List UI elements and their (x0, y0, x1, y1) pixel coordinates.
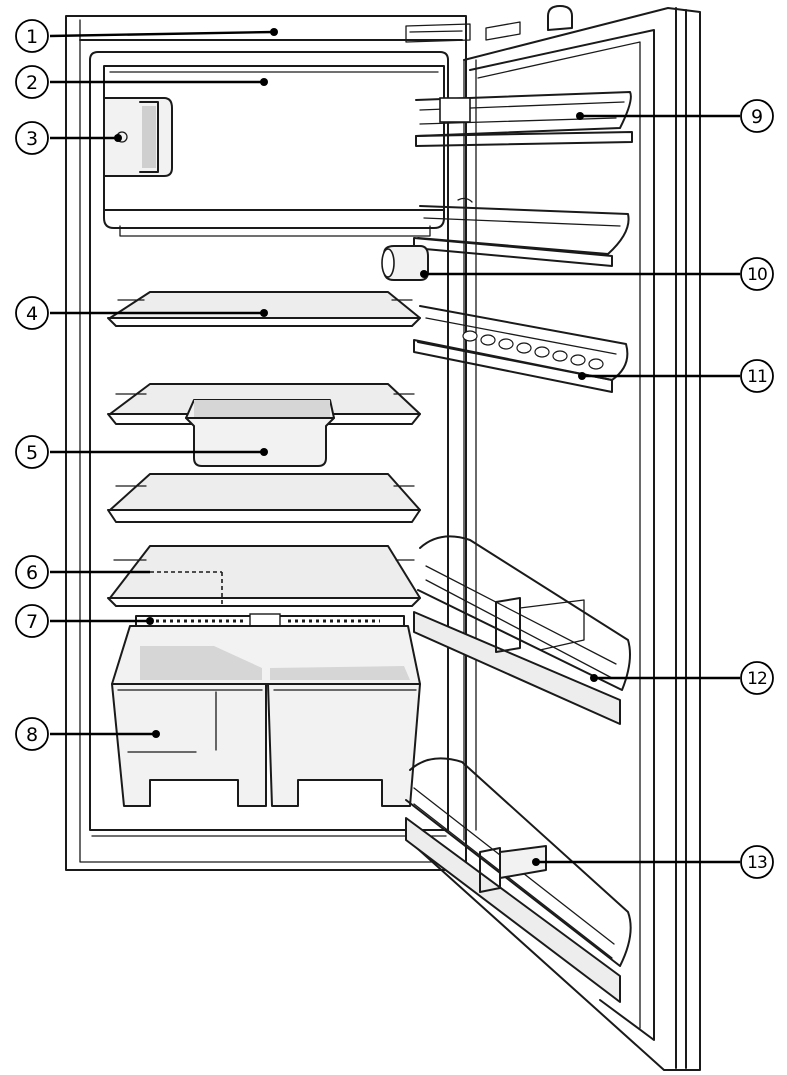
leader-lines (49, 28, 740, 866)
crisper-drawers (111, 625, 421, 807)
glass-shelf-lower (107, 473, 421, 523)
door-shelf-bottle-lower (405, 757, 632, 1003)
callout-3: 3 (15, 121, 49, 155)
air-vent-rail (135, 613, 405, 627)
callout-4: 4 (15, 296, 49, 330)
callout-7-label: 7 (26, 611, 38, 633)
callout-11-label: 11 (747, 367, 767, 387)
callout-9-label: 9 (751, 106, 763, 128)
callout-2: 2 (15, 65, 49, 99)
callout-2-label: 2 (26, 72, 38, 94)
door-shelf-top (415, 91, 633, 147)
callout-1: 1 (15, 19, 49, 53)
callout-12-label: 12 (747, 669, 767, 689)
glass-shelf-upper (107, 291, 421, 327)
callout-12: 12 (740, 661, 774, 695)
callout-6-label: 6 (26, 562, 38, 584)
callout-10-label: 10 (747, 265, 767, 285)
callout-1-label: 1 (26, 26, 38, 48)
callout-11: 11 (740, 359, 774, 393)
door (407, 5, 701, 1071)
callout-5: 5 (15, 435, 49, 469)
callout-9: 9 (740, 99, 774, 133)
storage-box (185, 399, 335, 467)
callout-5-label: 5 (26, 442, 38, 464)
freezer-compartment (103, 65, 445, 237)
callout-3-label: 3 (26, 128, 38, 150)
door-shelf-bottle-upper (413, 535, 631, 725)
callout-6: 6 (15, 555, 49, 589)
callout-8: 8 (15, 717, 49, 751)
callout-13-label: 13 (747, 853, 767, 873)
callout-10: 10 (740, 257, 774, 291)
callout-4-label: 4 (26, 303, 38, 325)
butter-dish (381, 245, 429, 281)
callout-13: 13 (740, 845, 774, 879)
callout-7: 7 (15, 604, 49, 638)
door-shelf-second (413, 197, 630, 267)
egg-tray-shelf (413, 305, 629, 393)
callout-8-label: 8 (26, 724, 38, 746)
crisper-cover-shelf (107, 545, 421, 607)
